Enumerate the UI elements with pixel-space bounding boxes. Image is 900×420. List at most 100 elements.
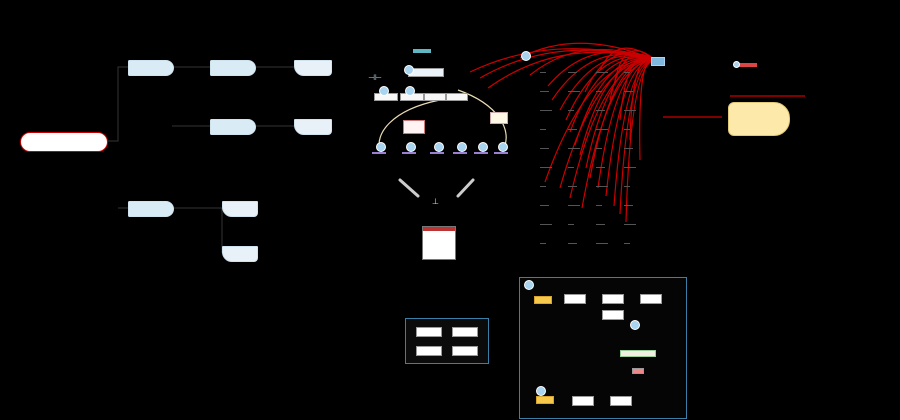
workflow-node[interactable] <box>572 396 594 406</box>
workflow-node[interactable] <box>602 294 624 304</box>
label-tick <box>568 243 577 244</box>
cluster-title-bar <box>413 49 431 53</box>
device-icon[interactable] <box>434 142 444 152</box>
device-icon[interactable] <box>376 142 386 152</box>
label-tick <box>568 148 580 149</box>
label-tick <box>596 129 608 130</box>
label-tick <box>596 205 602 206</box>
gear-icon <box>379 86 389 96</box>
database-node[interactable] <box>728 102 790 136</box>
document-node-3[interactable] <box>222 201 258 217</box>
config-node-d[interactable] <box>446 93 468 101</box>
label-tick <box>540 148 549 149</box>
workflow-node[interactable] <box>640 294 662 304</box>
label-tick <box>624 148 633 149</box>
label-tick <box>540 224 552 225</box>
device-bar <box>453 152 467 154</box>
red-connection-line <box>614 50 656 81</box>
label-tick <box>624 110 636 111</box>
panel-item[interactable] <box>452 327 478 337</box>
tree-node-3[interactable] <box>210 119 256 135</box>
label-tick <box>596 224 605 225</box>
red-connection-bundle <box>469 42 656 223</box>
label-tick <box>596 167 605 168</box>
label-tick <box>624 243 630 244</box>
label-tick <box>540 186 546 187</box>
red-connection-line <box>581 59 656 209</box>
label-tick <box>568 91 580 92</box>
root-node[interactable] <box>20 132 108 152</box>
label-tick <box>596 72 608 73</box>
label-tick <box>596 148 602 149</box>
red-connection-line <box>625 59 656 223</box>
note-node-right[interactable] <box>490 112 508 124</box>
plug-icon: ⊥ <box>432 197 439 206</box>
tree-node-1[interactable] <box>128 60 174 76</box>
tree-node-2[interactable] <box>210 60 256 76</box>
hub-label-marker <box>735 63 757 67</box>
red-connection-line <box>639 58 656 161</box>
label-tick <box>624 186 630 187</box>
gear-icon <box>404 65 414 75</box>
device-icon[interactable] <box>406 142 416 152</box>
label-tick <box>568 167 574 168</box>
label-tick <box>624 91 633 92</box>
label-tick <box>540 243 546 244</box>
label-tick <box>624 167 636 168</box>
label-tick <box>596 91 602 92</box>
note-node-left[interactable] <box>403 120 425 134</box>
gear-icon <box>630 320 640 330</box>
device-bar <box>494 152 508 154</box>
label-tick <box>568 205 580 206</box>
label-tick <box>540 205 549 206</box>
result-node[interactable] <box>422 226 456 260</box>
label-tick <box>540 129 546 130</box>
document-node-4[interactable] <box>222 246 258 262</box>
label-tick <box>624 205 633 206</box>
config-node-c[interactable] <box>424 93 446 101</box>
tree-node-4[interactable] <box>128 201 174 217</box>
red-connection-line <box>544 59 656 183</box>
gear-icon <box>536 386 546 396</box>
workflow-start-node[interactable] <box>534 296 552 304</box>
device-bar <box>474 152 488 154</box>
device-icon[interactable] <box>478 142 488 152</box>
workflow-node[interactable] <box>564 294 586 304</box>
label-tick <box>540 167 552 168</box>
gear-icon <box>521 51 531 61</box>
config-panel <box>405 318 489 364</box>
panel-item[interactable] <box>416 346 442 356</box>
gear-icon <box>405 86 415 96</box>
label-tick <box>568 129 577 130</box>
workflow-node[interactable] <box>602 310 624 320</box>
result-node-header <box>423 227 455 231</box>
device-icon[interactable] <box>498 142 508 152</box>
red-connection-line <box>559 59 656 189</box>
label-tick <box>540 91 549 92</box>
label-tick <box>540 110 552 111</box>
document-node-2[interactable] <box>294 119 332 135</box>
workflow-node[interactable] <box>610 396 632 406</box>
workflow-small-node[interactable] <box>632 368 644 374</box>
label-tick <box>568 186 577 187</box>
label-tick <box>624 224 636 225</box>
plug-icon: ⊣⊢ <box>368 73 382 82</box>
device-icon[interactable] <box>457 142 467 152</box>
database-icon <box>733 61 740 68</box>
hub-node[interactable] <box>651 57 665 66</box>
document-node-1[interactable] <box>294 60 332 76</box>
label-tick <box>596 186 608 187</box>
workflow-panel <box>519 277 687 419</box>
workflow-end-node[interactable] <box>536 396 554 404</box>
gear-icon <box>524 280 534 290</box>
device-bar <box>372 152 386 154</box>
panel-item[interactable] <box>416 327 442 337</box>
label-tick <box>568 110 574 111</box>
workflow-bar-node[interactable] <box>620 350 656 357</box>
label-tick <box>624 129 630 130</box>
device-bar <box>430 152 444 154</box>
label-tick <box>568 224 574 225</box>
panel-item[interactable] <box>452 346 478 356</box>
device-bar <box>402 152 416 154</box>
label-tick <box>568 72 577 73</box>
